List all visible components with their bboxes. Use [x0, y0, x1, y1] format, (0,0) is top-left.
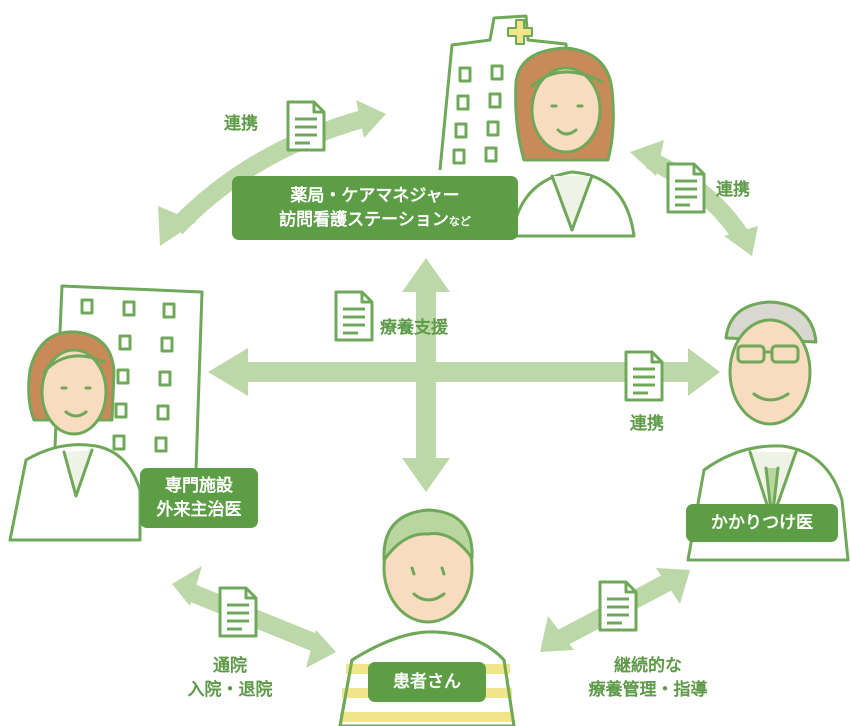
edge-label-center: 療養支援 — [380, 318, 448, 338]
patient-label: 患者さん — [393, 672, 461, 692]
pharmacy-label-line2-text: 訪問看護ステーション — [279, 210, 449, 230]
patient-node-label: 患者さん — [368, 662, 486, 702]
edge-label-top-right: 連携 — [716, 180, 750, 200]
edge-label-bottom-left-line2: 入院・退院 — [187, 680, 273, 700]
pharmacy-label-line1: 薬局・ケアマネジャー — [290, 186, 460, 206]
edge-label-bottom-left-line1: 通院 — [213, 656, 247, 676]
vertical-arrow — [402, 258, 450, 492]
pharmacy-node-label: 薬局・ケアマネジャー 訪問看護ステーションなど — [232, 176, 518, 240]
arrows — [158, 100, 758, 668]
edge-label-center-right: 連携 — [630, 414, 664, 434]
gp-node-label: かかりつけ医 — [686, 504, 838, 542]
document-icon — [624, 350, 664, 402]
edge-label-bottom-right-line1: 継続的な — [614, 656, 682, 676]
edge-label-top-left: 連携 — [224, 114, 258, 134]
specialist-node-label: 専門施設 外来主治医 — [140, 468, 258, 528]
document-icon — [334, 290, 374, 342]
top-left-arrow — [158, 100, 386, 246]
edge-label-bottom-right-line2: 療養管理・指導 — [588, 680, 708, 700]
pharmacy-label-suffix: など — [448, 215, 471, 228]
pharmacy-label-line2: 訪問看護ステーションなど — [232, 208, 518, 234]
specialist-label-line1: 専門施設 — [165, 476, 233, 496]
document-icon — [666, 162, 706, 214]
specialist-doctor-figure — [8, 330, 142, 542]
document-icon — [286, 100, 326, 152]
edge-label-bottom-left: 通院 入院・退院 — [168, 654, 292, 702]
edge-label-bottom-right: 継続的な 療養管理・指導 — [566, 654, 730, 702]
gp-label: かかりつけ医 — [710, 513, 814, 533]
document-icon — [598, 580, 638, 632]
specialist-label-line2: 外来主治医 — [156, 500, 242, 520]
horizontal-arrow — [208, 348, 720, 396]
document-icon — [218, 586, 258, 638]
pharmacist-figure — [510, 46, 636, 238]
